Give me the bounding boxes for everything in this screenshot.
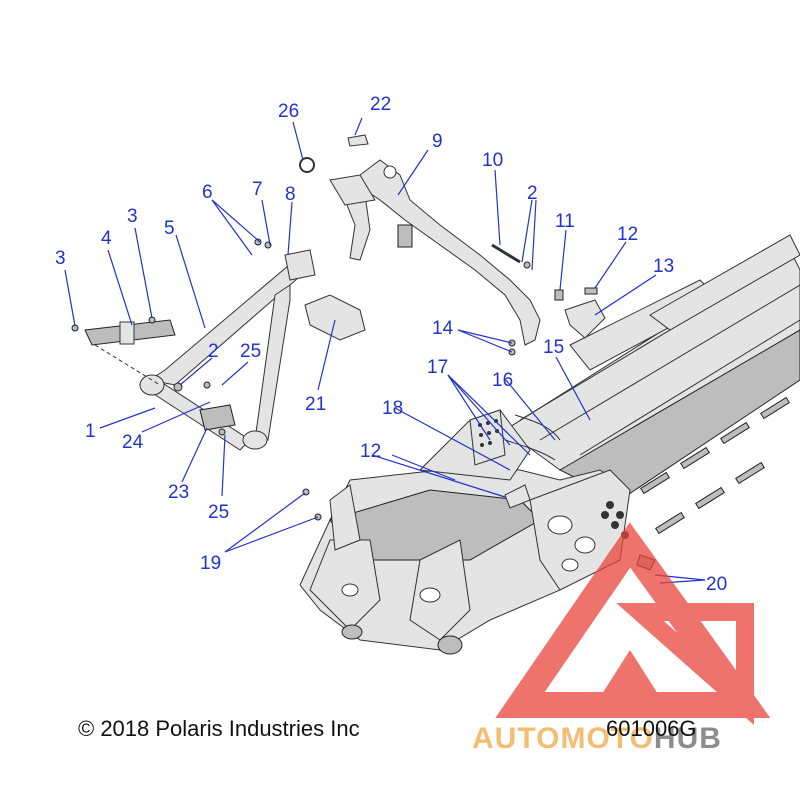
callout-6: 6 — [202, 182, 213, 203]
callout-15: 15 — [543, 337, 564, 358]
callout-11: 11 — [555, 211, 575, 232]
callout-2a: 2 — [208, 341, 219, 362]
tunnel-slots — [640, 396, 790, 535]
callout-10: 10 — [482, 150, 503, 171]
callout-9: 9 — [432, 131, 443, 152]
hoop-9 — [329, 159, 541, 346]
callout-8: 8 — [285, 184, 296, 205]
callout-12b: 12 — [360, 441, 381, 462]
callout-14: 14 — [432, 318, 454, 339]
callout-18: 18 — [382, 398, 403, 419]
callout-5: 5 — [164, 218, 175, 239]
callouts: 1 2 2 3 3 4 5 6 7 8 9 10 11 12 12 13 14 … — [55, 94, 727, 595]
watermark-word-2: MOTO — [560, 722, 654, 755]
callout-23: 23 — [168, 482, 189, 503]
watermark-logo — [495, 522, 771, 725]
tunnel-assembly — [504, 234, 800, 535]
leader-lines — [64, 117, 706, 584]
callout-3b: 3 — [127, 206, 138, 227]
drawing-number: 601006G — [606, 716, 697, 741]
callout-20: 20 — [706, 574, 727, 595]
bulkhead-frame — [299, 409, 656, 655]
callout-13: 13 — [653, 256, 674, 277]
callout-17: 17 — [427, 357, 448, 378]
small-parts — [299, 134, 606, 356]
callout-4: 4 — [101, 228, 112, 249]
watermark-text: AUTOMOTOHUB — [472, 722, 722, 756]
struts-left — [71, 238, 366, 521]
watermark-word-1: AUTO — [472, 722, 561, 755]
callout-7: 7 — [252, 179, 263, 200]
callout-26: 26 — [278, 101, 299, 122]
callout-12a: 12 — [617, 224, 638, 245]
callout-25a: 25 — [240, 341, 261, 362]
callout-16: 16 — [492, 370, 513, 391]
callout-3a: 3 — [55, 248, 66, 269]
callout-21: 21 — [305, 394, 326, 415]
callout-24: 24 — [122, 432, 144, 453]
watermark-word-3: HUB — [653, 722, 722, 755]
callout-22: 22 — [370, 94, 391, 115]
callout-2b: 2 — [527, 183, 538, 204]
copyright-notice: © 2018 Polaris Industries Inc — [78, 716, 360, 741]
callout-1: 1 — [85, 421, 96, 442]
callout-25b: 25 — [208, 502, 229, 523]
callout-19: 19 — [200, 553, 221, 574]
